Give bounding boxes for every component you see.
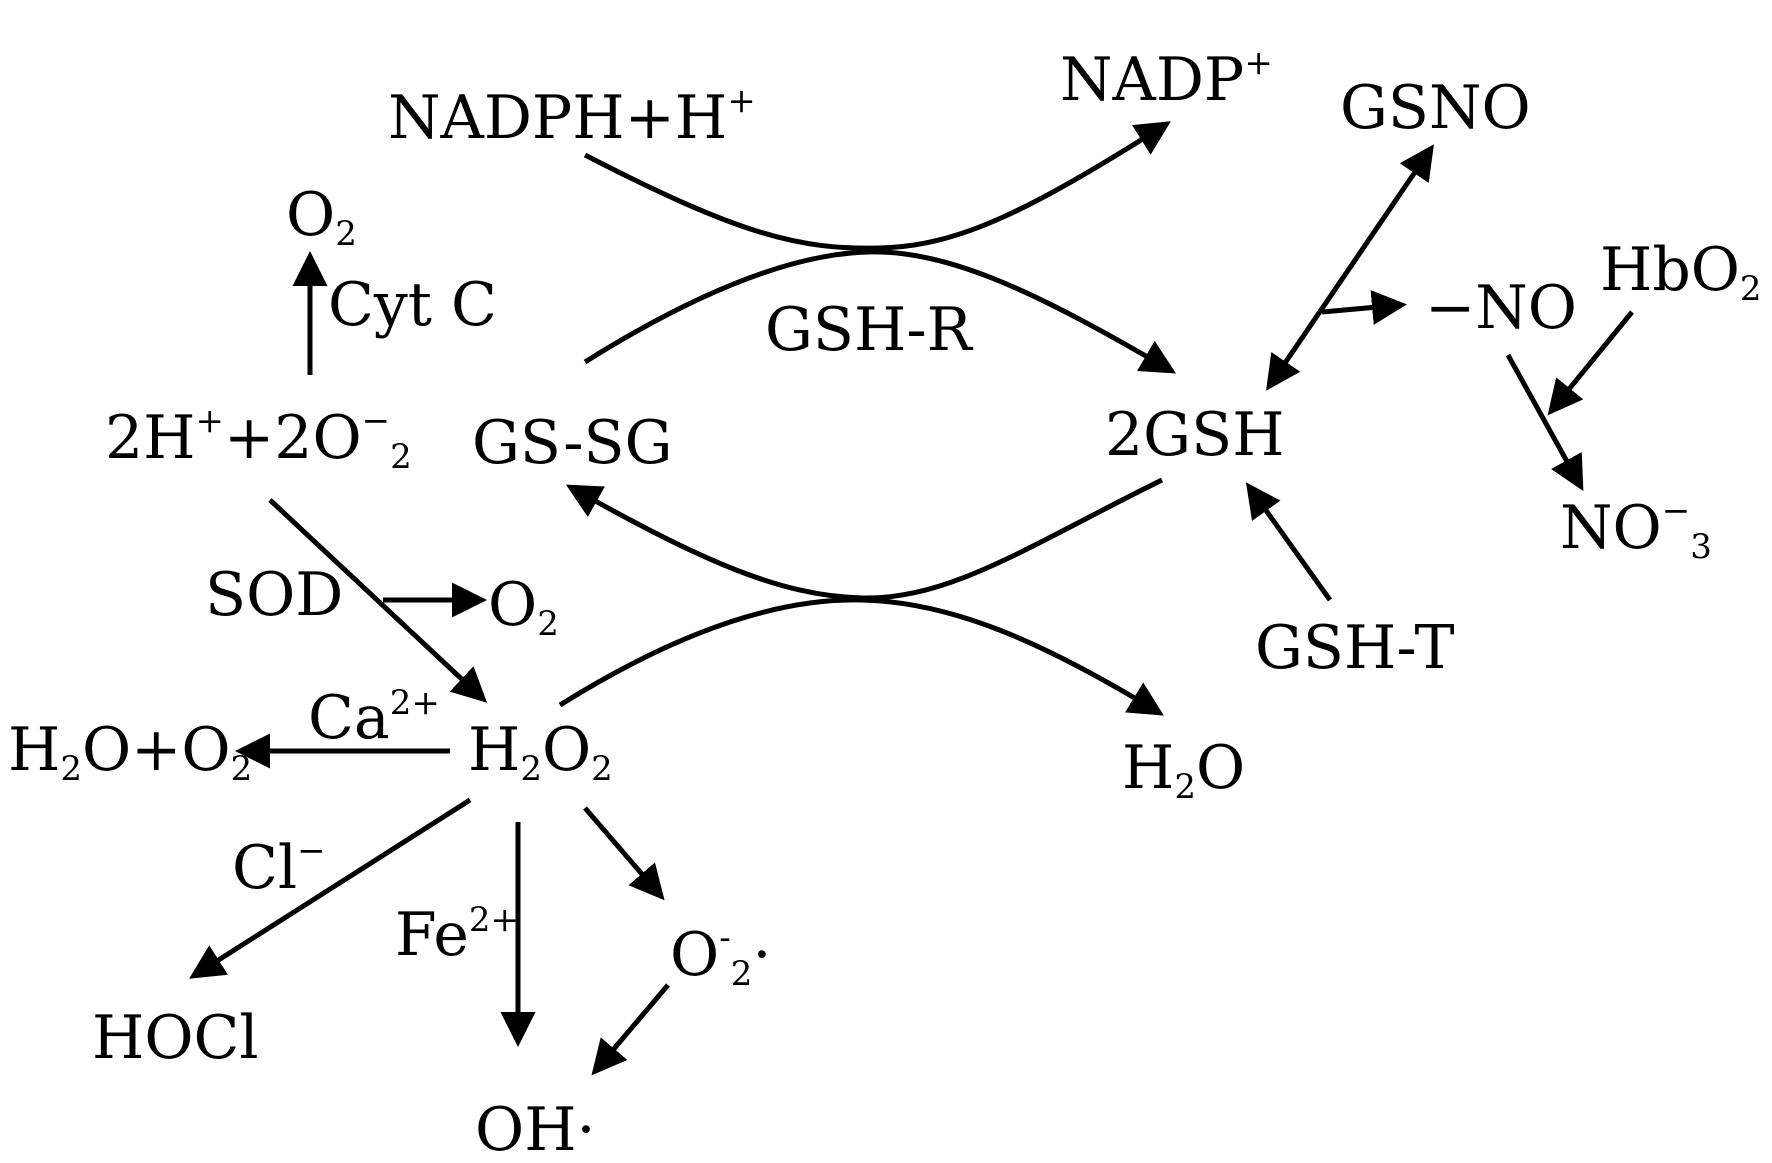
label-hocl: HOCl [92,1003,259,1073]
label-nadp: NADP+ [1060,43,1273,115]
label-o2-mid: O2 [488,570,559,644]
label-oh-radical: OH· [475,1095,596,1163]
arrow-2gsh-to-gssg [565,477,1164,601]
label-hbo2: HbO2 [1600,235,1762,309]
label-gshr: GSH-R [765,295,974,365]
label-cytc: Cyt C [328,270,497,340]
arrow-nadph-to-nadp [583,121,1171,251]
label-h2o-o2: H2O+O2 [8,715,252,789]
label-nadph: NADPH+H+ [388,81,756,153]
label-2gsh: 2GSH [1105,400,1285,470]
label-superoxide: 2H++2O−2 [105,401,412,477]
label-ca: Ca2+ [308,683,440,753]
arrow-gsht-to-2gsh [1245,482,1333,602]
arrow-h2o2-to-h2o [558,597,1164,716]
arrow-h2o2-to-hocl [189,797,472,979]
label-sod: SOD [205,560,343,630]
label-no3: NO−3 [1560,491,1712,567]
label-o2-radical: O-2· [670,918,771,994]
arrow-no-to-no3 [1505,353,1584,492]
label-fe: Fe2+ [395,900,519,970]
label-h2o2: H2O2 [468,715,613,789]
label-no: −NO [1425,273,1577,343]
arrow-hbo2-input [1547,310,1634,416]
arrow-gssg-to-2gsh [583,249,1177,374]
arrow-branch-to-no [1321,290,1407,325]
label-gsno: GSNO [1340,73,1531,143]
label-o2-top: O2 [286,180,357,254]
label-h2o: H2O [1122,733,1245,807]
label-cl: Cl− [232,831,326,903]
arrow-gsno-2gsh-bidirectional [1266,144,1434,391]
label-gssg: GS-SG [472,408,673,478]
arrow-superoxide-to-h2o2 [268,498,488,703]
arrow-h2o2-to-o2rad [583,806,665,901]
arrow-o2rad-to-oh [591,983,670,1076]
label-gsht: GSH-T [1255,613,1455,683]
